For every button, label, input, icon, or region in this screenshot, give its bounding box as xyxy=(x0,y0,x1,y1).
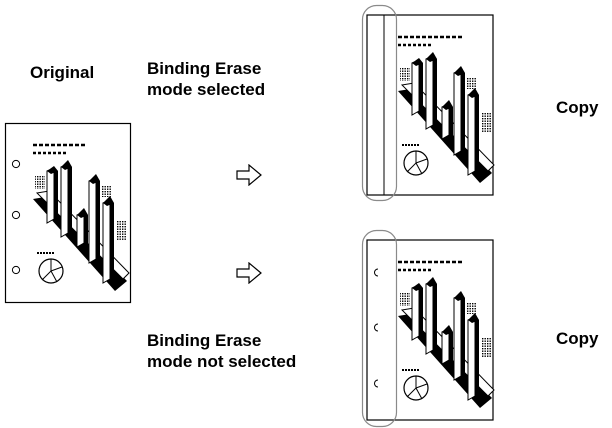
punch-hole-icon xyxy=(11,159,21,275)
punch-hole-icon xyxy=(374,268,379,388)
right-hollow-arrow-icon xyxy=(236,262,262,284)
chart-illustration xyxy=(398,260,495,408)
label-binding-erase-selected: Binding Erase mode selected xyxy=(147,59,266,99)
chart-illustration xyxy=(33,143,130,291)
copy-page-erased xyxy=(361,4,495,202)
label-copy-top: Copy xyxy=(556,98,599,117)
rounded-highlight-icon xyxy=(361,4,398,202)
original-page xyxy=(4,122,132,304)
right-hollow-arrow-icon xyxy=(236,164,262,186)
rounded-highlight-icon xyxy=(361,229,398,428)
label-copy-bottom: Copy xyxy=(556,329,599,348)
label-binding-erase-not-selected: Binding Erase mode not selected xyxy=(147,331,297,371)
chart-illustration xyxy=(398,35,495,183)
label-original: Original xyxy=(30,63,95,82)
copy-page-not-erased xyxy=(361,229,495,428)
